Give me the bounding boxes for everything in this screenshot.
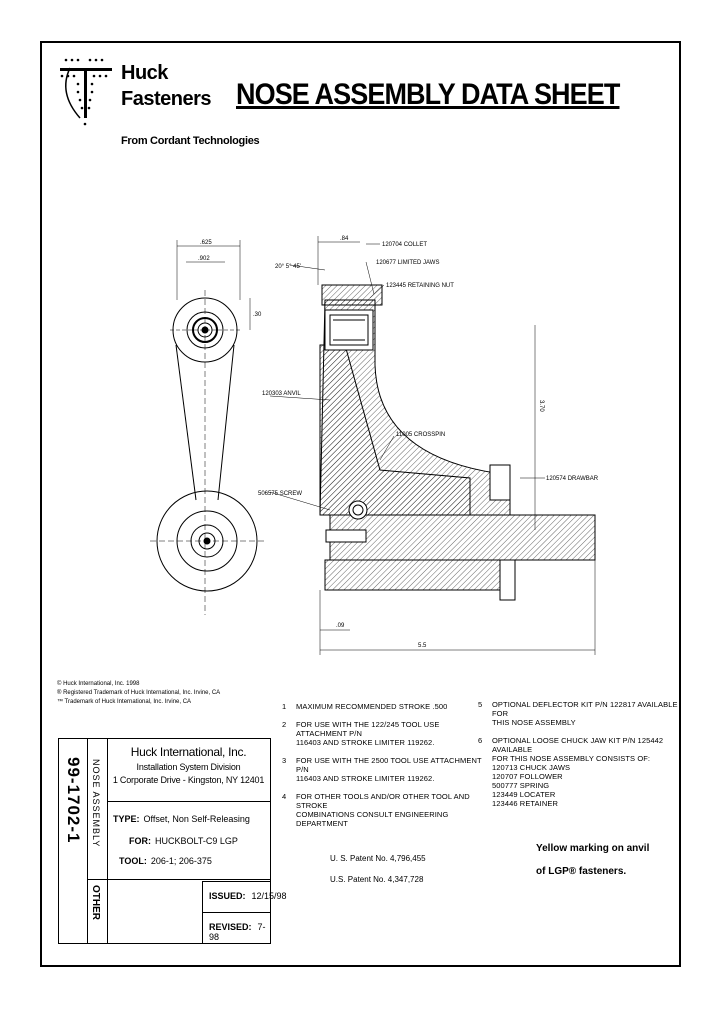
registered-note: ® Registered Trademark of Huck Internati… (57, 690, 221, 696)
trademark-notes: © Huck International, Inc. 1998 ® Regist… (57, 680, 220, 707)
note-text: OPTIONAL LOOSE CHUCK JAW KIT P/N 125442 … (492, 736, 664, 808)
notes-right: 5 OPTIONAL DEFLECTOR KIT P/N 122817 AVAIL… (478, 700, 678, 817)
note-text: FOR USE WITH THE 122/245 TOOL USE ATTACH… (296, 720, 440, 747)
dim-height: 3.70 (538, 400, 544, 412)
end-view-top (170, 290, 240, 615)
note-text: MAXIMUM RECOMMENDED STROKE .500 (296, 702, 448, 711)
sheet-border (40, 41, 681, 967)
title-block: 99-1702-1 NOSE ASSEMBLY OTHER Huck Inter… (58, 738, 287, 944)
dim-top: .84 (340, 236, 349, 242)
note-text: FOR USE WITH THE 2500 TOOL USE ATTACHMEN… (296, 756, 482, 783)
category-label: NOSE ASSEMBLY (91, 759, 101, 848)
note-number: 2 (282, 720, 287, 729)
brand-line-2: Fasteners (121, 88, 212, 110)
dim-bottom-small: .09 (336, 623, 345, 629)
patent-2: U.S. Patent No. 4,347,728 (330, 875, 424, 884)
other-label: OTHER (90, 885, 101, 920)
revised-row: REVISED:7-98 (203, 913, 270, 944)
dim-top-left: .625 (200, 240, 212, 246)
for-value: HUCKBOLT-C9 LGP (155, 836, 238, 846)
revised-label: REVISED: (209, 922, 252, 932)
callout-retaining-nut: 123445 RETAINING NUT (386, 283, 454, 289)
note-item: 3 FOR USE WITH THE 2500 TOOL USE ATTACHME… (282, 756, 482, 783)
callout-jaws: 120677 LIMITED JAWS (376, 260, 439, 266)
note-item: 1 MAXIMUM RECOMMENDED STROKE .500 (282, 702, 482, 711)
tool-field: TOOL:206-1; 206-375 (119, 856, 212, 866)
issued-value: 12/15/98 (251, 891, 287, 901)
issued-row: ISSUED: 12/15/98 (203, 882, 287, 913)
nose-assembly-drawing: .625 .902 .30 .84 20° 5 (150, 236, 599, 655)
note-text: FOR OTHER TOOLS AND/OR OTHER TOOL AND ST… (296, 792, 470, 828)
callout-drawbar: 120574 DRAWBAR (546, 476, 599, 482)
yellow-marking-note: Yellow marking on anvil of LGP® fastener… (536, 837, 649, 883)
for-label: FOR: (129, 836, 151, 846)
tool-label: TOOL: (119, 856, 147, 866)
brand-subtitle: From Cordant Technologies (121, 135, 260, 147)
revised-value: 7-98 (209, 922, 266, 942)
category-column: NOSE ASSEMBLY OTHER (87, 739, 108, 943)
company-name: Huck International, Inc. (130, 745, 247, 759)
doc-number-column: 99-1702-1 (59, 739, 88, 943)
type-field: TYPE:Offset, Non Self-Releasing (113, 814, 250, 824)
tool-value: 206-1; 206-375 (150, 856, 212, 866)
for-field: FOR: HUCKBOLT-C9 LGP (129, 836, 238, 846)
brand-name: Huck Fasteners (121, 60, 212, 112)
yellow-note-line-1: Yellow marking on anvil (536, 843, 650, 854)
patent-1: U. S. Patent No. 4,796,455 (330, 854, 426, 863)
note-item: 6 OPTIONAL LOOSE CHUCK JAW KIT P/N 125442… (478, 736, 678, 808)
note-number: 4 (282, 792, 287, 801)
note-number: 3 (282, 756, 287, 765)
doc-number: 99-1702-1 (64, 757, 83, 844)
category-divider (87, 879, 107, 880)
copyright-note: © Huck International, Inc. 1998 (57, 681, 140, 687)
huck-logo-icon (60, 58, 112, 126)
callout-anvil: 120303 ANVIL (262, 391, 301, 397)
note-item: 2 FOR USE WITH THE 122/245 TOOL USE ATTAC… (282, 720, 482, 747)
dates-box: ISSUED: 12/15/98 REVISED:7-98 (202, 881, 287, 944)
company-division: Installation System Division (136, 762, 241, 772)
dim-radius: .902 (198, 256, 210, 262)
note-number: 1 (282, 702, 287, 711)
issued-label: ISSUED: (209, 891, 246, 901)
brand-line-1: Huck (121, 62, 168, 84)
company-header: Huck International, Inc. Installation Sy… (107, 739, 270, 802)
callout-crosspin: 11005 CROSSPIN (396, 432, 445, 438)
dim-length: 5.5 (418, 643, 427, 649)
note-item: 5 OPTIONAL DEFLECTOR KIT P/N 122817 AVAIL… (478, 700, 678, 727)
page-title: NOSE ASSEMBLY DATA SHEET (236, 78, 620, 111)
section-view (319, 284, 596, 601)
trademark-note: ™ Trademark of Huck International, Inc. … (57, 699, 192, 705)
yellow-note-line-2: of LGP® fasteners. (536, 866, 627, 877)
type-label: TYPE: (113, 814, 140, 824)
type-value: Offset, Non Self-Releasing (143, 814, 250, 824)
patents: U. S. Patent No. 4,796,455 U.S. Patent N… (330, 848, 426, 890)
callout-collet: 120704 COLLET (382, 242, 427, 248)
end-view-bottom (150, 490, 265, 592)
fields-divider (107, 879, 270, 880)
note-item: 4 FOR OTHER TOOLS AND/OR OTHER TOOL AND S… (282, 792, 482, 828)
dim-angle: 20° 5° 45' (275, 264, 301, 270)
note-number: 5 (478, 700, 483, 709)
callout-screw: 506575 SCREW (258, 491, 302, 497)
note-text: OPTIONAL DEFLECTOR KIT P/N 122817 AVAILA… (492, 700, 678, 727)
company-address: 1 Corporate Drive - Kingston, NY 12401 (112, 775, 265, 785)
dim-small: .30 (253, 312, 262, 318)
note-number: 6 (478, 736, 483, 745)
